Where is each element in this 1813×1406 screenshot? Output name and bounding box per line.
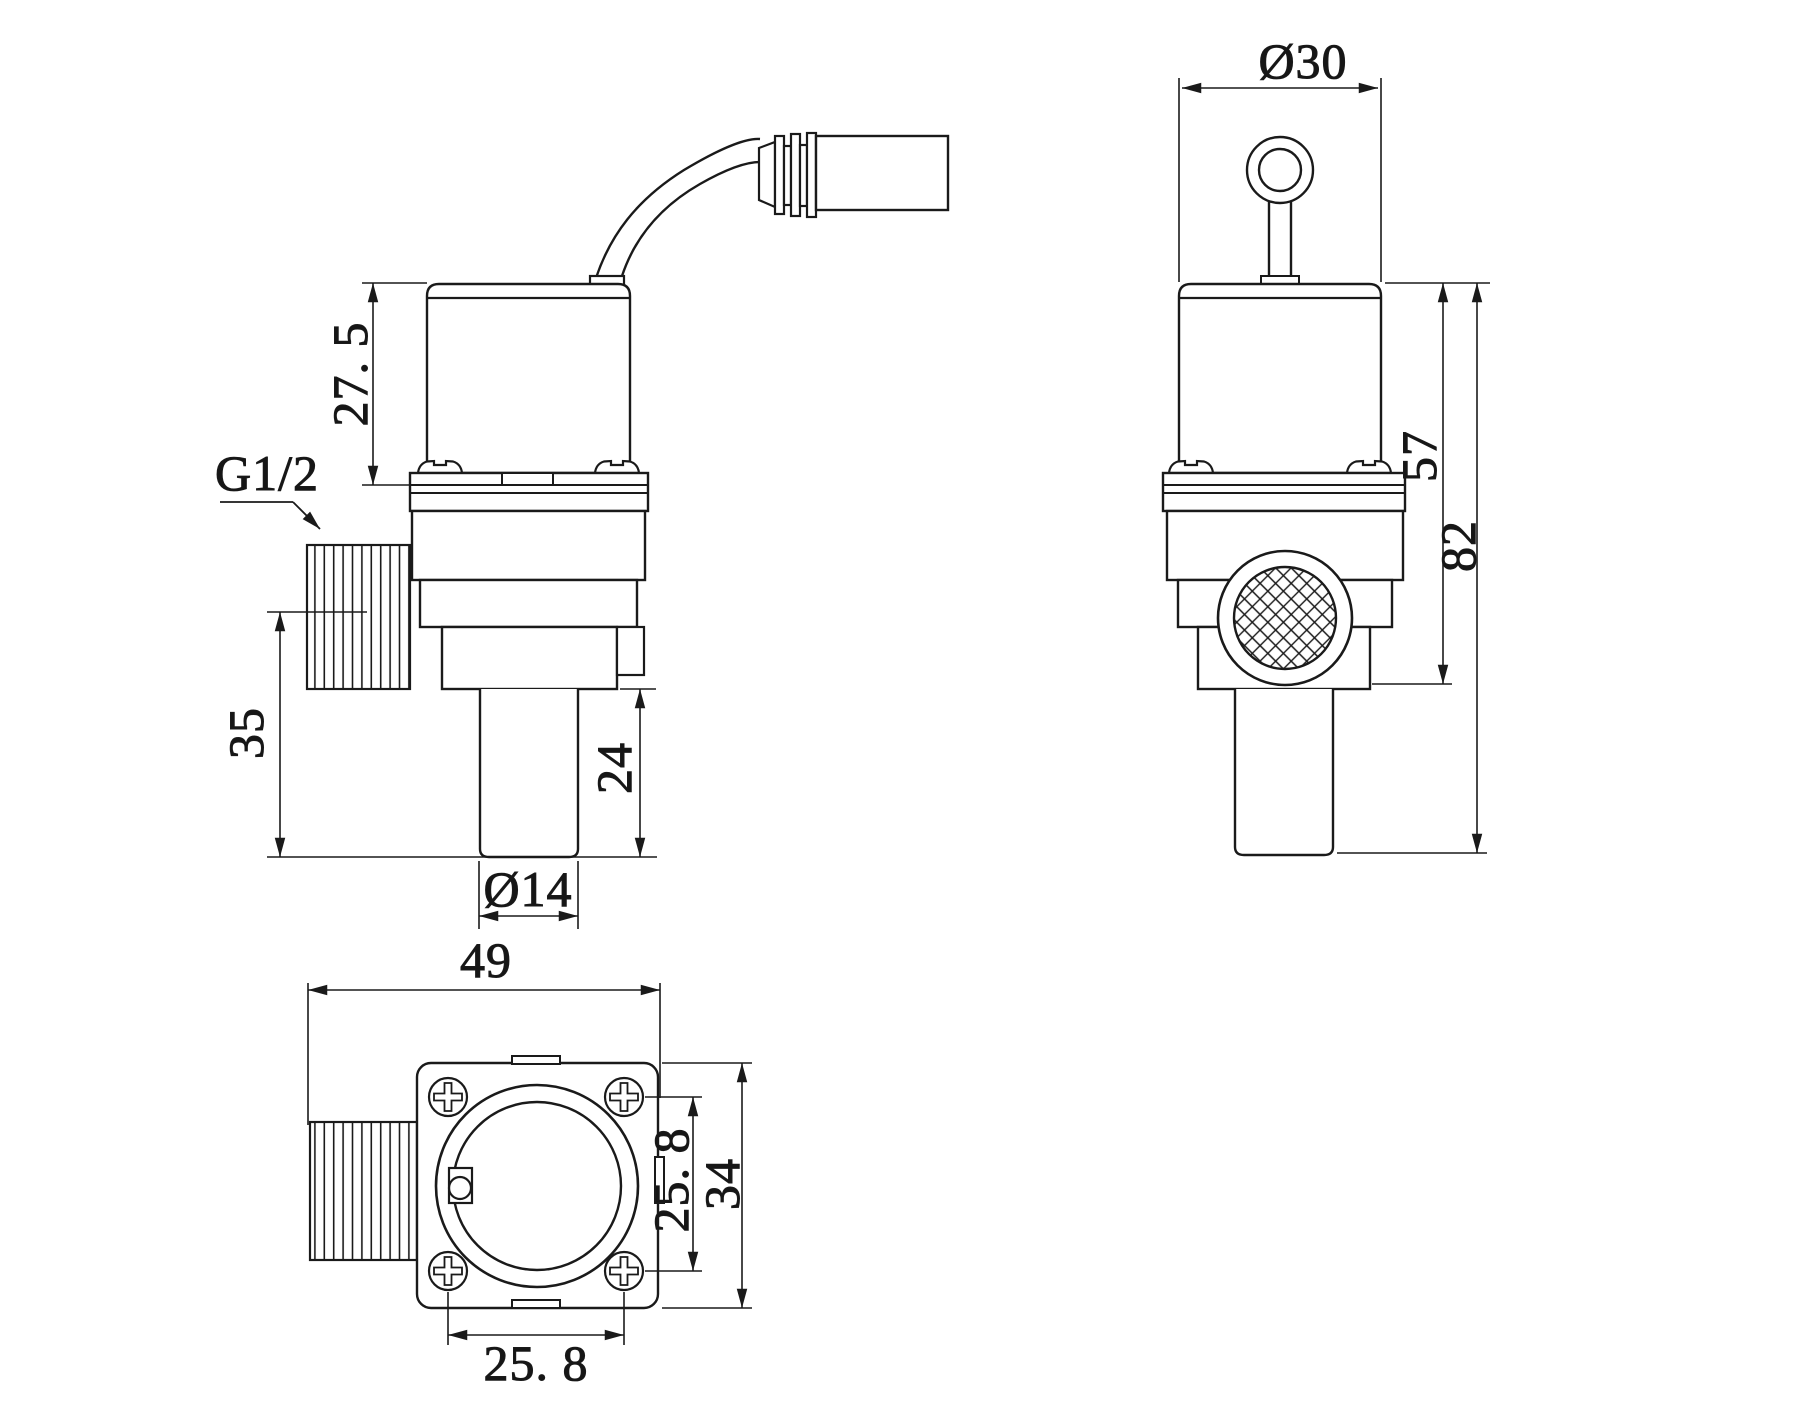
strain-relief-rib: [773, 134, 786, 216]
plate-notch: [501, 472, 554, 486]
body-step: [418, 578, 639, 629]
side-view: 27. 5 G1/2 35 24 Ø14: [215, 131, 950, 929]
outlet-diameter-label: Ø14: [483, 861, 572, 917]
filter-mesh: [1232, 565, 1338, 671]
flange-tab-bottom: [511, 1299, 561, 1309]
total-height-label: 82: [1430, 520, 1486, 572]
screw-pitch-horizontal-label: 25. 8: [484, 1335, 589, 1391]
thread-spec-leader: [220, 501, 321, 530]
body-section: [410, 509, 647, 582]
phillips-screw: [603, 1250, 645, 1292]
inlet-thread: [308, 1120, 419, 1262]
overall-width-label: 49: [460, 932, 512, 988]
flange-height-label: 34: [694, 1158, 750, 1210]
phillips-screw: [603, 1076, 645, 1118]
phillips-screw: [427, 1250, 469, 1292]
body-block: [440, 625, 619, 691]
flange-tab-top: [511, 1055, 561, 1065]
dim-screw-pitch-vertical: [645, 1096, 702, 1272]
cable-inner-edge: [620, 160, 764, 277]
flange-tab-right: [654, 1156, 665, 1204]
dim-top-diameter: [1178, 78, 1382, 282]
key-square: [447, 1166, 474, 1205]
coil-outline: [1177, 282, 1383, 475]
dim-inlet-height: [267, 612, 657, 858]
bore-outer-circle: [434, 1083, 640, 1289]
dim-outlet-diameter: [478, 861, 579, 929]
body-height-label: 57: [1391, 430, 1447, 482]
coil-body-front: [1177, 282, 1383, 475]
coil-height-label: 27. 5: [322, 322, 378, 427]
dim-flange-height: [662, 1062, 752, 1309]
screw-pitch-vertical-label: 25. 8: [643, 1128, 699, 1233]
coil-body-side: [425, 274, 632, 475]
dim-overall-width: [307, 983, 661, 1125]
side-tab: [615, 625, 646, 677]
strain-relief-rib: [789, 132, 802, 218]
strain-relief-collar: [757, 140, 777, 209]
outlet-tube: [478, 689, 580, 859]
outlet-tube: [1233, 689, 1335, 857]
coil-outline: [425, 282, 632, 475]
top-diameter-label: Ø30: [1258, 33, 1347, 89]
inlet-height-label: 35: [218, 707, 274, 759]
strain-relief-rib: [805, 131, 818, 219]
valve-body-front: [1161, 471, 1407, 857]
dim-screw-pitch-horizontal: [447, 1292, 625, 1345]
outlet-height-label: 24: [586, 742, 642, 794]
inlet-thread: [305, 543, 412, 691]
top-ring: [1245, 135, 1315, 285]
dim-total-height: [1337, 283, 1487, 854]
front-view: Ø30 57 82: [1161, 33, 1490, 857]
key-pin: [447, 1175, 473, 1201]
cable-outer-edge: [594, 137, 761, 279]
connector-plug: [814, 134, 950, 212]
valve-body-side: [408, 471, 650, 859]
cable-assembly: [594, 131, 950, 279]
phillips-screw: [427, 1076, 469, 1118]
dim-coil-height: [362, 282, 427, 486]
thread-spec-label: G1/2: [215, 445, 319, 501]
dim-outlet-height: [620, 688, 656, 857]
bottom-view: 49 25. 8 34 25. 8: [307, 932, 752, 1392]
